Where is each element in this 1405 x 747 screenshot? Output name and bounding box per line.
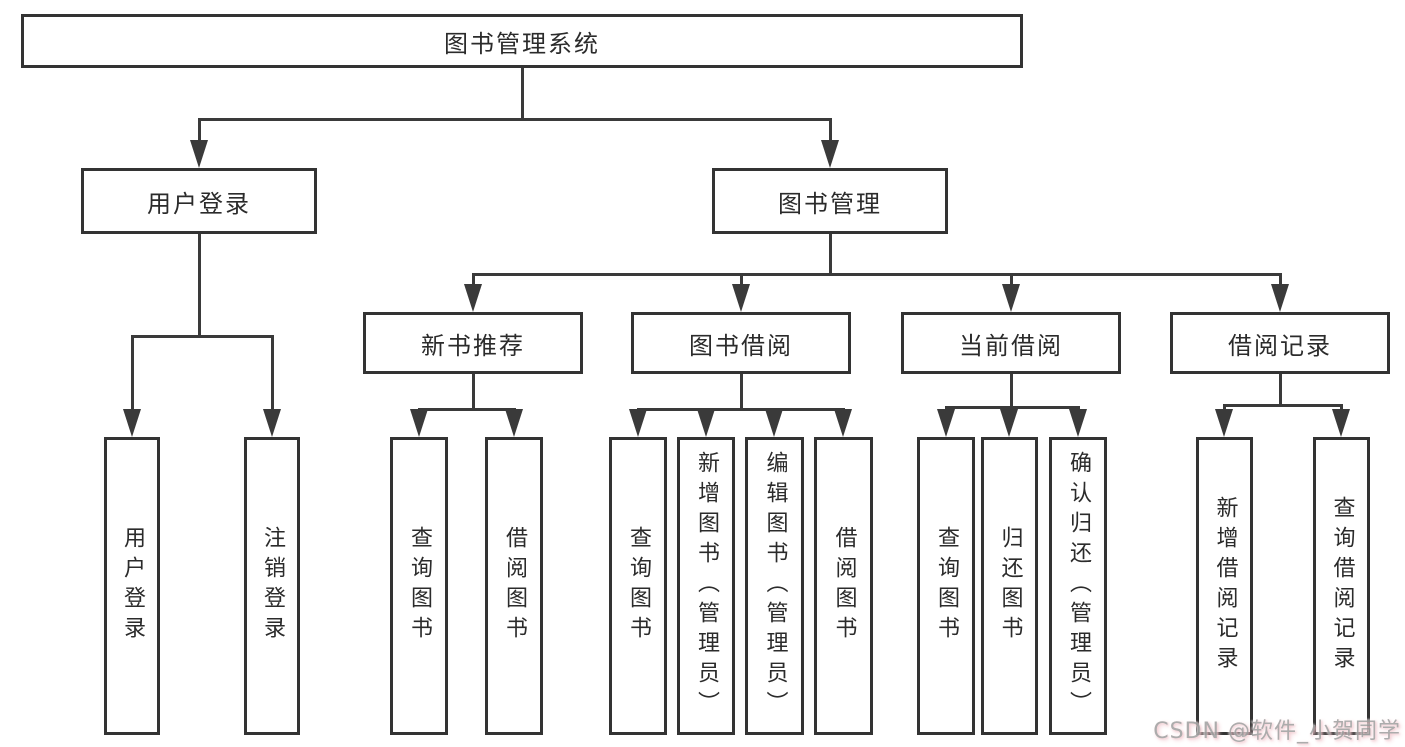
connector-stem xyxy=(520,68,524,121)
arrow-down-icon xyxy=(1002,284,1020,312)
connector-stem xyxy=(197,234,201,338)
node-borrowing-records: 借阅记录 xyxy=(1170,312,1390,374)
arrow-down-icon xyxy=(629,409,647,437)
node-user-login: 用户登录 xyxy=(81,168,317,234)
node-current-borrowing: 当前借阅 xyxy=(901,312,1121,374)
connector-drop xyxy=(197,118,201,146)
leaf-add-borrow-record: 新增借阅记录 xyxy=(1196,437,1253,735)
leaf-borrow-books-borrowing: 借阅图书 xyxy=(814,437,873,735)
connector-stem xyxy=(471,374,475,411)
arrow-down-icon xyxy=(464,284,482,312)
arrow-down-icon xyxy=(123,409,141,437)
leaf-logout-login: 注销登录 xyxy=(244,437,300,735)
leaf-add-books-admin: 新增图书（管理员） xyxy=(677,437,735,735)
connector-branch xyxy=(417,408,516,411)
connector-branch xyxy=(197,118,832,121)
connector-drop xyxy=(471,273,475,290)
connector-stem xyxy=(828,234,832,276)
connector-branch xyxy=(471,273,1282,276)
leaf-edit-books-admin: 编辑图书（管理员） xyxy=(745,437,804,735)
arrow-down-icon xyxy=(834,409,852,437)
node-book-management: 图书管理 xyxy=(712,168,948,234)
connector-stem xyxy=(1009,374,1013,409)
arrow-down-icon xyxy=(1069,409,1087,437)
arrow-down-icon xyxy=(1271,284,1289,312)
arrow-down-icon xyxy=(190,140,208,168)
leaf-query-books-current: 查询图书 xyxy=(917,437,975,735)
leaf-borrow-books-recommend: 借阅图书 xyxy=(485,437,543,735)
arrow-down-icon xyxy=(821,140,839,168)
connector-drop xyxy=(739,273,743,290)
node-book-borrowing: 图书借阅 xyxy=(631,312,851,374)
connector-stem xyxy=(739,374,743,411)
connector-drop xyxy=(130,335,134,415)
node-new-book-recommend: 新书推荐 xyxy=(363,312,583,374)
node-root-system: 图书管理系统 xyxy=(21,14,1023,68)
connector-branch xyxy=(944,406,1080,409)
connector-branch xyxy=(636,408,845,411)
arrow-down-icon xyxy=(937,409,955,437)
arrow-down-icon xyxy=(263,409,281,437)
arrow-down-icon xyxy=(765,409,783,437)
arrow-down-icon xyxy=(697,409,715,437)
connector-drop xyxy=(828,118,832,146)
arrow-down-icon xyxy=(1215,409,1233,437)
leaf-query-books-recommend: 查询图书 xyxy=(390,437,448,735)
connector-drop xyxy=(1278,273,1282,290)
leaf-return-books: 归还图书 xyxy=(981,437,1038,735)
arrow-down-icon xyxy=(410,409,428,437)
leaf-user-login: 用户登录 xyxy=(104,437,160,735)
connector-branch xyxy=(1222,404,1343,407)
connector-stem xyxy=(1278,374,1282,407)
arrow-down-icon xyxy=(732,284,750,312)
arrow-down-icon xyxy=(1332,409,1350,437)
leaf-confirm-return-admin: 确认归还（管理员） xyxy=(1049,437,1107,735)
connector-branch xyxy=(130,335,274,338)
leaf-query-books-borrowing: 查询图书 xyxy=(609,437,667,735)
leaf-query-borrow-record: 查询借阅记录 xyxy=(1313,437,1370,735)
arrow-down-icon xyxy=(505,409,523,437)
csdn-watermark: CSDN @软件_小贺同学 xyxy=(1153,719,1401,744)
connector-drop xyxy=(1009,273,1013,290)
arrow-down-icon xyxy=(1000,409,1018,437)
connector-drop xyxy=(270,335,274,415)
